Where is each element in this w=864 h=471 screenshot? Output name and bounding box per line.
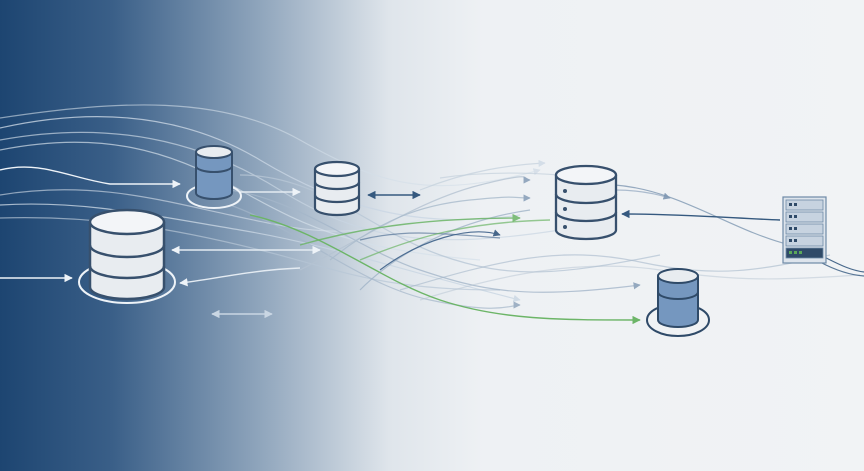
flow-line (229, 189, 641, 293)
db-layer-line (657, 291, 699, 300)
db-layer-line (195, 165, 233, 173)
indicator-dot (563, 207, 567, 211)
flow-line (439, 172, 561, 179)
db-layer-line (313, 181, 361, 191)
db-body (88, 222, 166, 301)
server-unit (785, 223, 824, 235)
green-flow-line (359, 219, 551, 261)
incoming-arrows (0, 166, 781, 319)
flow-line (329, 194, 531, 261)
server-status-led (794, 251, 797, 254)
server-unit (785, 211, 824, 223)
server-status-led (789, 251, 792, 254)
flow-line (419, 265, 861, 301)
flow-line (819, 261, 864, 277)
db-layer-line (554, 193, 618, 205)
flow-line (239, 174, 661, 273)
arrow-to-right-stack (621, 209, 781, 221)
flow-line (0, 116, 521, 221)
db-body (195, 152, 233, 200)
indicator-dot (563, 189, 567, 193)
db-layer-line (88, 265, 166, 280)
arrow-to-small-db (0, 166, 181, 189)
flow-line (0, 131, 561, 241)
flow-line (0, 104, 541, 187)
arrow-large-db-lower (179, 267, 301, 287)
flow-line (0, 203, 521, 302)
db-body (313, 169, 361, 217)
server-status-led (799, 251, 802, 254)
db-large-left (78, 208, 176, 304)
db-top (195, 145, 233, 159)
db-top (88, 208, 166, 236)
db-layer-line (88, 244, 166, 259)
flow-line (299, 176, 531, 271)
db-top (313, 160, 361, 178)
server-unit (785, 199, 824, 211)
flow-line (359, 209, 531, 291)
flow-line (0, 141, 481, 261)
green-flow-line (249, 214, 641, 325)
indicator-dot (563, 225, 567, 229)
db-layer-line (313, 194, 361, 204)
flow-line (359, 232, 501, 241)
db-top (657, 268, 699, 284)
db-layer-line (554, 211, 618, 223)
db-blue-bottom-right (646, 268, 710, 337)
db-middle (313, 160, 361, 217)
flow-line (229, 204, 521, 309)
db-top (554, 164, 618, 186)
flow-line (379, 229, 501, 271)
green-flow-line (299, 213, 521, 246)
db-right-stack (554, 164, 618, 241)
flow-line (614, 189, 671, 200)
flow-line (0, 189, 421, 232)
server-leds (789, 203, 797, 242)
server-unit (785, 247, 824, 259)
flow-line (614, 184, 791, 246)
db-body (657, 276, 699, 328)
server-rack (782, 196, 827, 264)
flow-line (419, 159, 546, 191)
flow-line (399, 254, 831, 291)
db-body (554, 175, 618, 241)
flow-lines (0, 104, 864, 309)
green-flow-lines (249, 213, 641, 325)
db-small-top-left (186, 145, 242, 209)
server-unit (785, 235, 824, 247)
